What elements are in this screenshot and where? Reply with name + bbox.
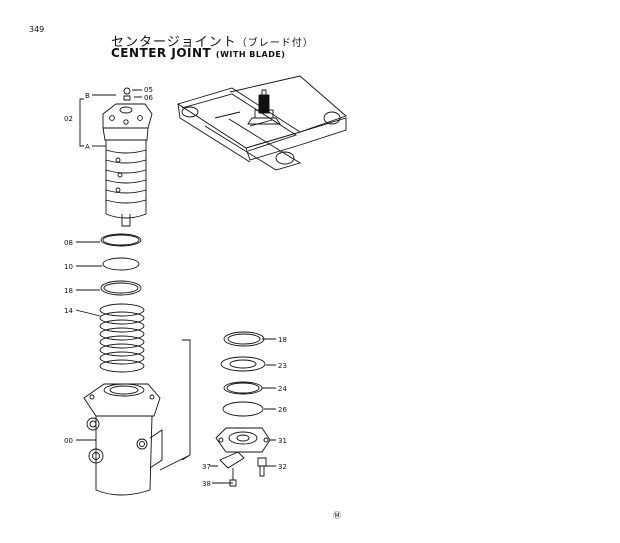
callout-r18: 18 — [278, 336, 287, 344]
callout-37: 37 — [202, 463, 211, 471]
bolt-32 — [257, 457, 267, 477]
title-english: CENTER JOINT (WITH BLADE) — [111, 46, 285, 60]
callout-38: 38 — [202, 480, 211, 488]
callout-23: 23 — [278, 362, 287, 370]
callout-26: 26 — [278, 406, 287, 414]
page-number: 349 — [29, 25, 45, 34]
ring-08 — [100, 233, 142, 247]
plate-23 — [220, 356, 266, 372]
title-en-main: CENTER JOINT — [111, 46, 212, 60]
cover-31 — [215, 427, 271, 453]
revision-mark: Ⓜ — [333, 511, 341, 520]
callout-02: 02 — [64, 115, 73, 123]
callout-08: 08 — [64, 239, 73, 247]
seal-stack-14 — [99, 303, 145, 373]
snap-ring-24 — [223, 381, 263, 395]
callout-b: B — [85, 92, 90, 100]
ring-18 — [100, 280, 142, 296]
callout-05: 05 — [144, 86, 153, 94]
title-japanese: センタージョイント（ブレード付） — [111, 31, 314, 50]
center-joint-spindle — [102, 87, 153, 227]
callout-18: 18 — [64, 287, 73, 295]
undercarriage-illustration — [176, 75, 347, 171]
callout-06: 06 — [144, 94, 153, 102]
oring-26 — [222, 401, 264, 417]
callout-14: 14 — [64, 307, 73, 315]
bracket-37 — [219, 451, 245, 487]
title-en-note: (WITH BLADE) — [215, 50, 286, 59]
callout-00: 00 — [64, 437, 73, 445]
callout-31: 31 — [278, 437, 287, 445]
callout-10: 10 — [64, 263, 73, 271]
ring-10 — [102, 257, 140, 271]
title-jp-note: （ブレード付） — [236, 38, 314, 49]
title-jp-main: センタージョイント — [111, 35, 237, 50]
callout-24: 24 — [278, 385, 287, 393]
callout-32: 32 — [278, 463, 287, 471]
housing-body — [83, 383, 163, 496]
callout-a: A — [85, 143, 90, 151]
bracket-02 — [79, 98, 84, 147]
